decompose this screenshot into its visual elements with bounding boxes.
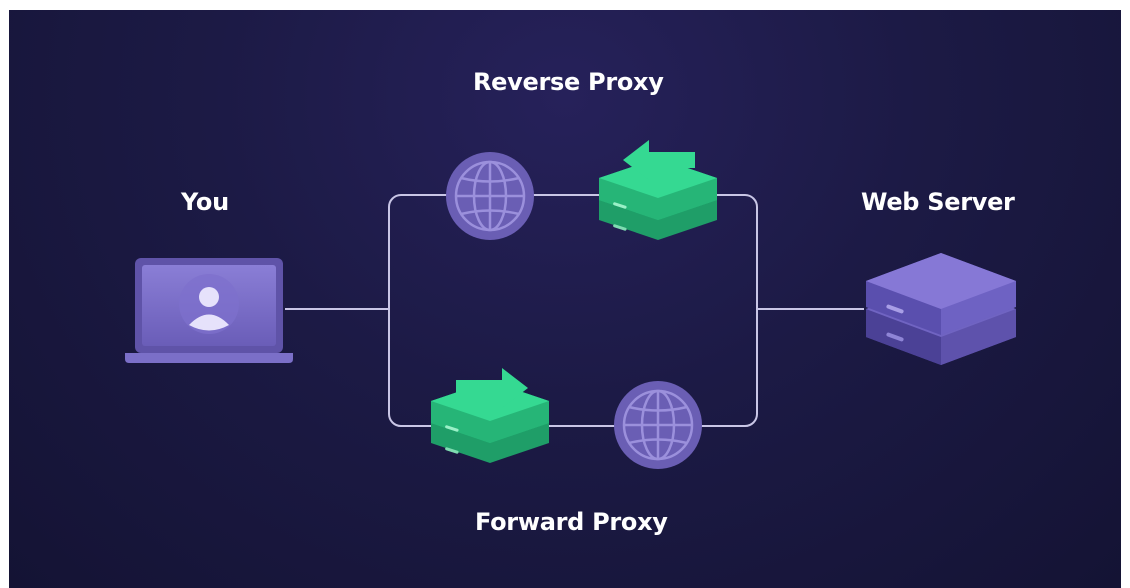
proxy-stack-icon [429,363,551,468]
reverse-proxy-label: Reverse Proxy [473,68,664,96]
web-server-label: Web Server [861,188,1015,216]
arrow-left-icon [619,138,699,182]
connection-lines [285,194,864,427]
globe-icon [613,380,703,470]
you-label: You [181,188,229,216]
arrow-right-icon [452,366,532,410]
forward-proxy-label: Forward Proxy [475,508,668,536]
globe-icon [445,151,535,241]
diagram-canvas: Reverse Proxy You Web Server Forward Pro… [9,10,1121,588]
laptop-user-icon [123,258,295,366]
server-stack-icon [864,249,1019,374]
proxy-stack-icon [597,140,719,245]
